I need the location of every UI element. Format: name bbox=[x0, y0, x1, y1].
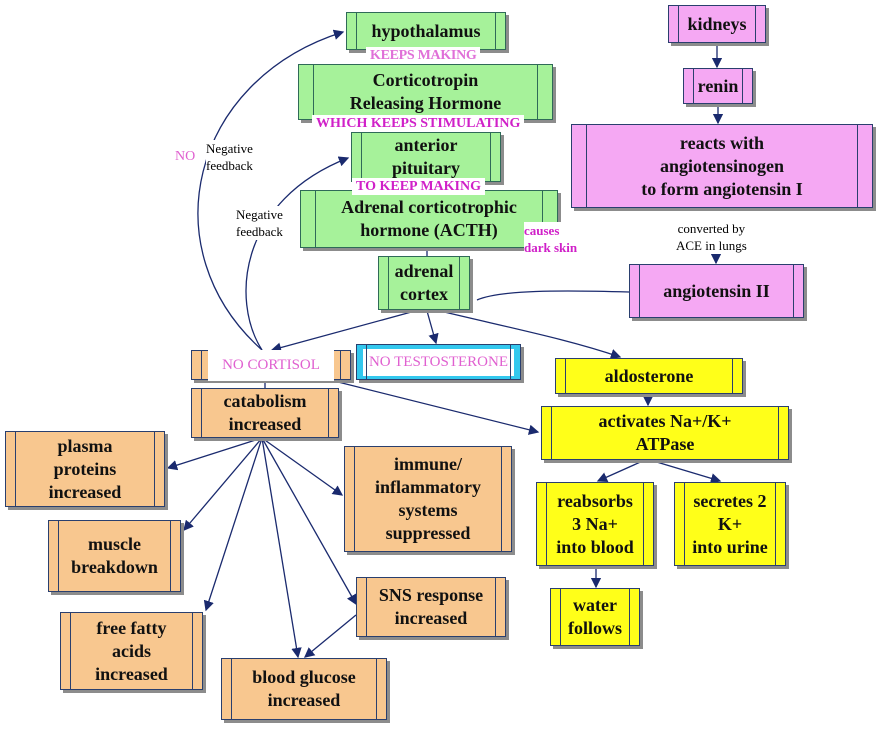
arrow-cat-glucose bbox=[261, 437, 302, 659]
node-catabolism: catabolism increased bbox=[191, 388, 339, 438]
label-negative-feedback-hypothalamus: Negative feedback bbox=[206, 140, 253, 174]
node-blood-glucose: blood glucose increased bbox=[221, 658, 387, 720]
label-no: NO bbox=[175, 149, 196, 164]
arrow-cortex-nocortisol bbox=[270, 310, 416, 353]
node-kidneys: kidneys bbox=[668, 5, 766, 43]
feedback-arrow-pituitary bbox=[245, 156, 350, 351]
node-reabsorbs: reabsorbs 3 Na+ into blood bbox=[536, 482, 654, 566]
no-cortisol-text: NO CORTISOL bbox=[208, 349, 334, 381]
arrow-nocortisol-atpase bbox=[329, 379, 540, 435]
node-plasma-proteins: plasma proteins increased bbox=[5, 431, 165, 507]
arrow-angii-cortex bbox=[476, 290, 630, 301]
no-testosterone-text: NO TESTOSTERONE bbox=[362, 348, 515, 376]
node-no-cortisol: NO CORTISOL bbox=[191, 349, 351, 381]
arrow-cat-ffa bbox=[203, 437, 263, 612]
arrow-cat-immune bbox=[261, 437, 344, 496]
node-secretes: secretes 2 K+ into urine bbox=[674, 482, 786, 566]
label-keeps-making: KEEPS MAKING bbox=[366, 47, 481, 64]
node-anterior-pituitary: anterior pituitary bbox=[351, 132, 501, 182]
node-sns-response: SNS response increased bbox=[356, 577, 506, 637]
node-acth: Adrenal corticotrophic hormone (ACTH) bbox=[300, 190, 558, 248]
arrow-atpase-reabsorbs bbox=[596, 459, 646, 483]
node-muscle-breakdown: muscle breakdown bbox=[48, 520, 181, 592]
feedback-arrow-hypothalamus bbox=[197, 29, 345, 351]
label-negative-feedback-pituitary: Negative feedback bbox=[236, 206, 283, 240]
arrow-cat-plasma bbox=[166, 437, 263, 471]
node-free-fatty-acids: free fatty acids increased bbox=[60, 612, 203, 690]
label-to-keep-making: TO KEEP MAKING bbox=[352, 178, 485, 195]
arrow-atpase-secretes bbox=[649, 459, 722, 484]
node-renin: renin bbox=[683, 68, 753, 104]
label-which-keeps-stimulating: WHICH KEEPS STIMULATING bbox=[312, 115, 525, 132]
node-no-testosterone: NO TESTOSTERONE bbox=[356, 344, 521, 380]
arrow-cat-muscle bbox=[183, 437, 263, 531]
node-hypothalamus: hypothalamus bbox=[346, 12, 506, 50]
label-converted-by-ace: converted by ACE in lungs bbox=[676, 220, 747, 254]
arrow-cortex-notestosterone bbox=[426, 310, 439, 345]
label-causes-dark-skin: causes dark skin bbox=[524, 222, 578, 256]
node-crh: Corticotropin Releasing Hormone bbox=[298, 64, 553, 120]
arrow-sns-glucose bbox=[303, 614, 357, 658]
node-immune-suppressed: immune/ inflammatory systems suppressed bbox=[344, 446, 512, 552]
arrow-cat-sns bbox=[261, 437, 357, 606]
node-water-follows: water follows bbox=[550, 588, 640, 646]
node-atpase: activates Na+/K+ ATPase bbox=[541, 406, 789, 460]
node-adrenal-cortex: adrenal cortex bbox=[378, 256, 470, 310]
node-angiotensin-i: reacts with angiotensinogen to form angi… bbox=[571, 124, 873, 208]
arrow-cortex-aldosterone bbox=[439, 310, 622, 359]
node-aldosterone: aldosterone bbox=[555, 358, 743, 394]
node-angiotensin-ii: angiotensin II bbox=[629, 264, 804, 318]
